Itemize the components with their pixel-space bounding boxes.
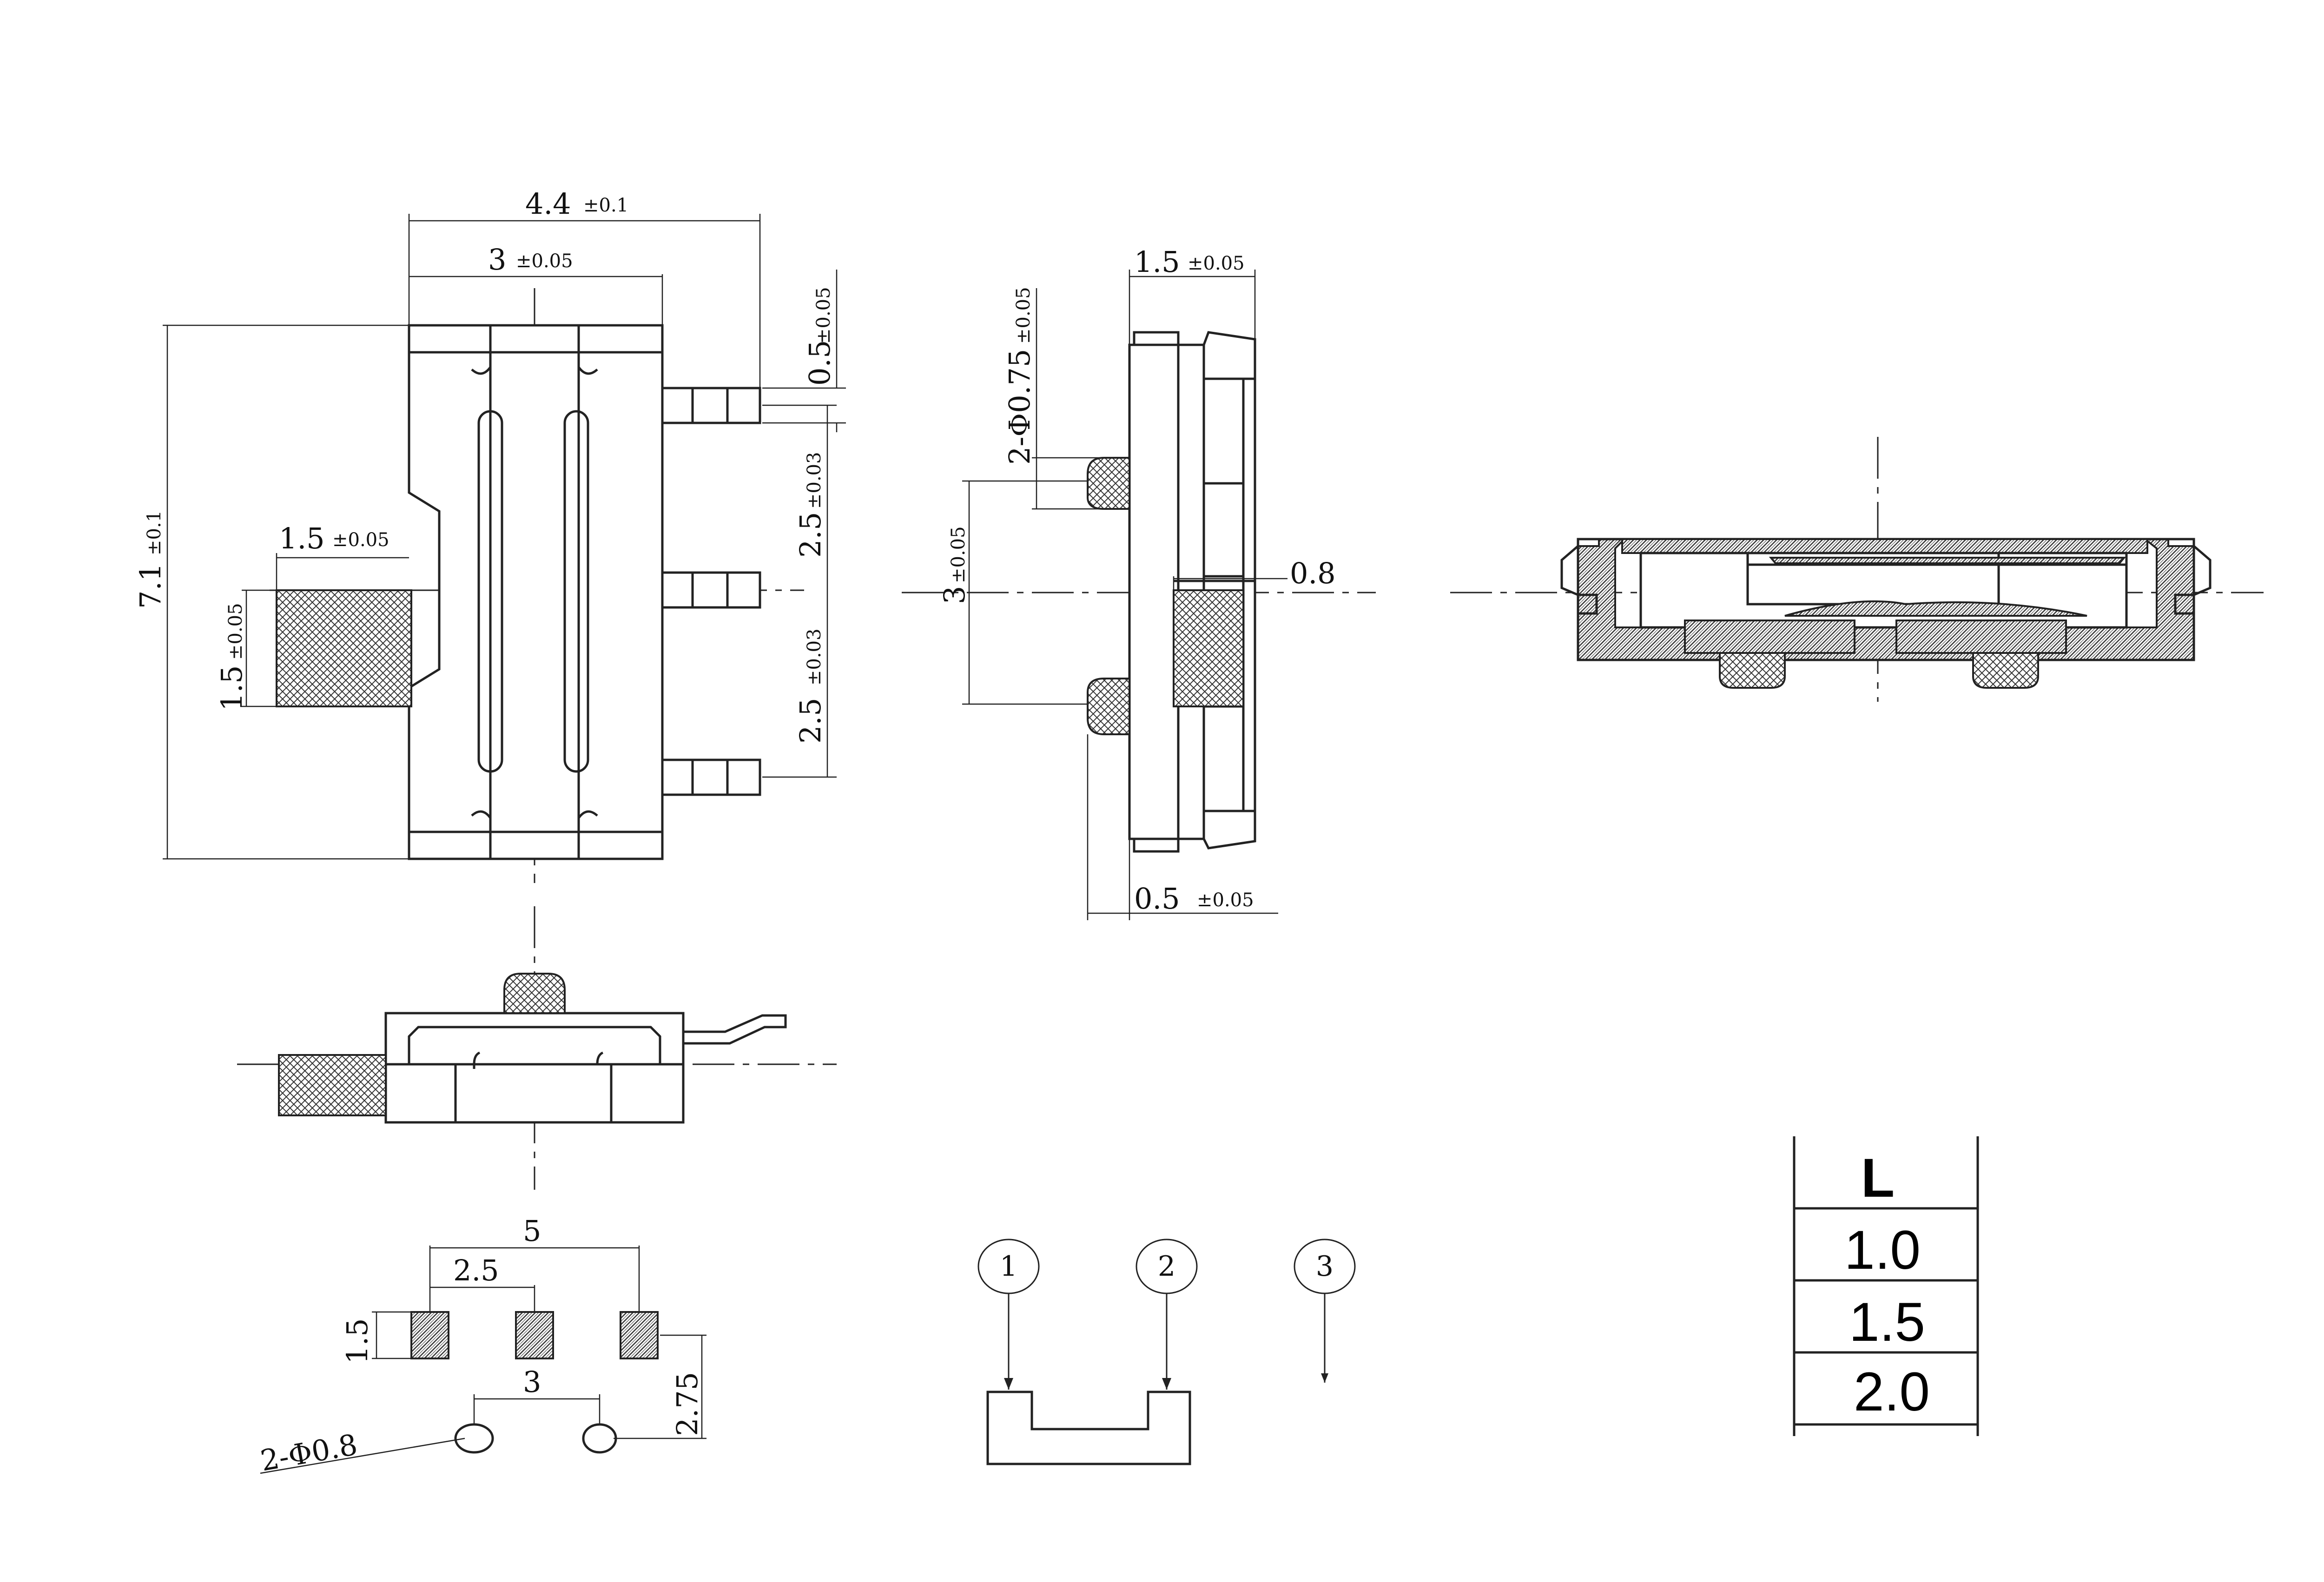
dim-base-offset-tol: ±0.05: [1197, 890, 1254, 911]
dim-width-total-tol: ±0.1: [583, 195, 628, 216]
dim-lead-width-tol: ±0.05: [813, 287, 834, 344]
pad-3: [620, 1311, 659, 1359]
dim-post-pitch-tol: ±0.05: [948, 526, 969, 583]
pin-schematic: 1 2 3: [977, 1239, 1356, 1465]
dim-pad-size: 1.5: [340, 1318, 374, 1364]
dim-width-body-tol: ±0.05: [516, 250, 573, 272]
dim-hole-pitch: 3: [523, 1365, 541, 1399]
dim-hole-offset: 2.75: [670, 1372, 704, 1436]
end-view: [237, 906, 837, 1190]
table-row: 2.0: [1854, 1361, 1930, 1423]
pin-label-1: 1: [1000, 1250, 1017, 1283]
slider-contact-shape: [986, 1391, 1191, 1465]
dim-post-diameter-tol: ±0.05: [1013, 287, 1034, 344]
pad-2: [515, 1311, 554, 1359]
dim-actuator-protrusion: 0.8: [1290, 556, 1336, 590]
dim-pitch-lower-tol: ±0.03: [804, 628, 825, 686]
dim-actuator-width: 1.5: [215, 665, 249, 711]
dim-pad-pitch: 2.5: [453, 1253, 499, 1287]
hole-1: [454, 1423, 494, 1454]
side-view: 1.5 ±0.05 2-Φ0.75 ±0.05 3 ±0.05 0.8 0.5 …: [902, 245, 1376, 920]
pcb-footprint: 5 2.5 1.5 3 2.75 2-Φ0.8: [258, 1214, 706, 1478]
dim-actuator-length-tol: ±0.05: [332, 529, 390, 551]
pin-label-2: 2: [1158, 1250, 1175, 1283]
pad-1: [410, 1311, 449, 1359]
table-row: 1.0: [1844, 1219, 1921, 1281]
dim-pitch-upper-tol: ±0.03: [804, 452, 825, 509]
dim-base-offset: 0.5: [1134, 882, 1180, 916]
actuator-knob: [276, 589, 412, 707]
top-view: 4.4 ±0.1 3 ±0.05 7.1 ±0.1 0.5 ±0.05 2.5 …: [133, 187, 846, 883]
dim-thickness-tol: ±0.05: [1188, 253, 1245, 274]
table-row: 1.5: [1849, 1292, 1925, 1353]
hole-2: [582, 1423, 617, 1454]
dim-width-body: 3: [488, 243, 506, 277]
dim-pitch-upper: 2.5: [793, 512, 827, 558]
length-table: L 1.0 1.5 2.0: [1793, 1136, 1979, 1436]
section-view: [1450, 437, 2264, 702]
terminal-leads: [661, 387, 761, 796]
dim-height-tol: ±0.1: [144, 510, 165, 555]
dim-thickness: 1.5: [1134, 245, 1180, 279]
dim-actuator-width-tol: ±0.05: [225, 603, 246, 660]
dim-post-pitch: 3: [938, 586, 971, 604]
dim-height: 7.1: [133, 563, 167, 609]
table-header-l: L: [1861, 1147, 1895, 1209]
dim-post-diameter: 2-Φ0.75: [1003, 349, 1037, 465]
dim-width-total: 4.4: [525, 187, 571, 221]
pin-label-3: 3: [1316, 1250, 1334, 1283]
dim-pad-span: 5: [523, 1214, 541, 1248]
dim-pitch-lower: 2.5: [793, 698, 827, 744]
dim-actuator-length: 1.5: [279, 521, 325, 555]
dim-lead-width: 0.5: [803, 340, 837, 386]
dim-hole-diameter: 2-Φ0.8: [258, 1427, 360, 1477]
